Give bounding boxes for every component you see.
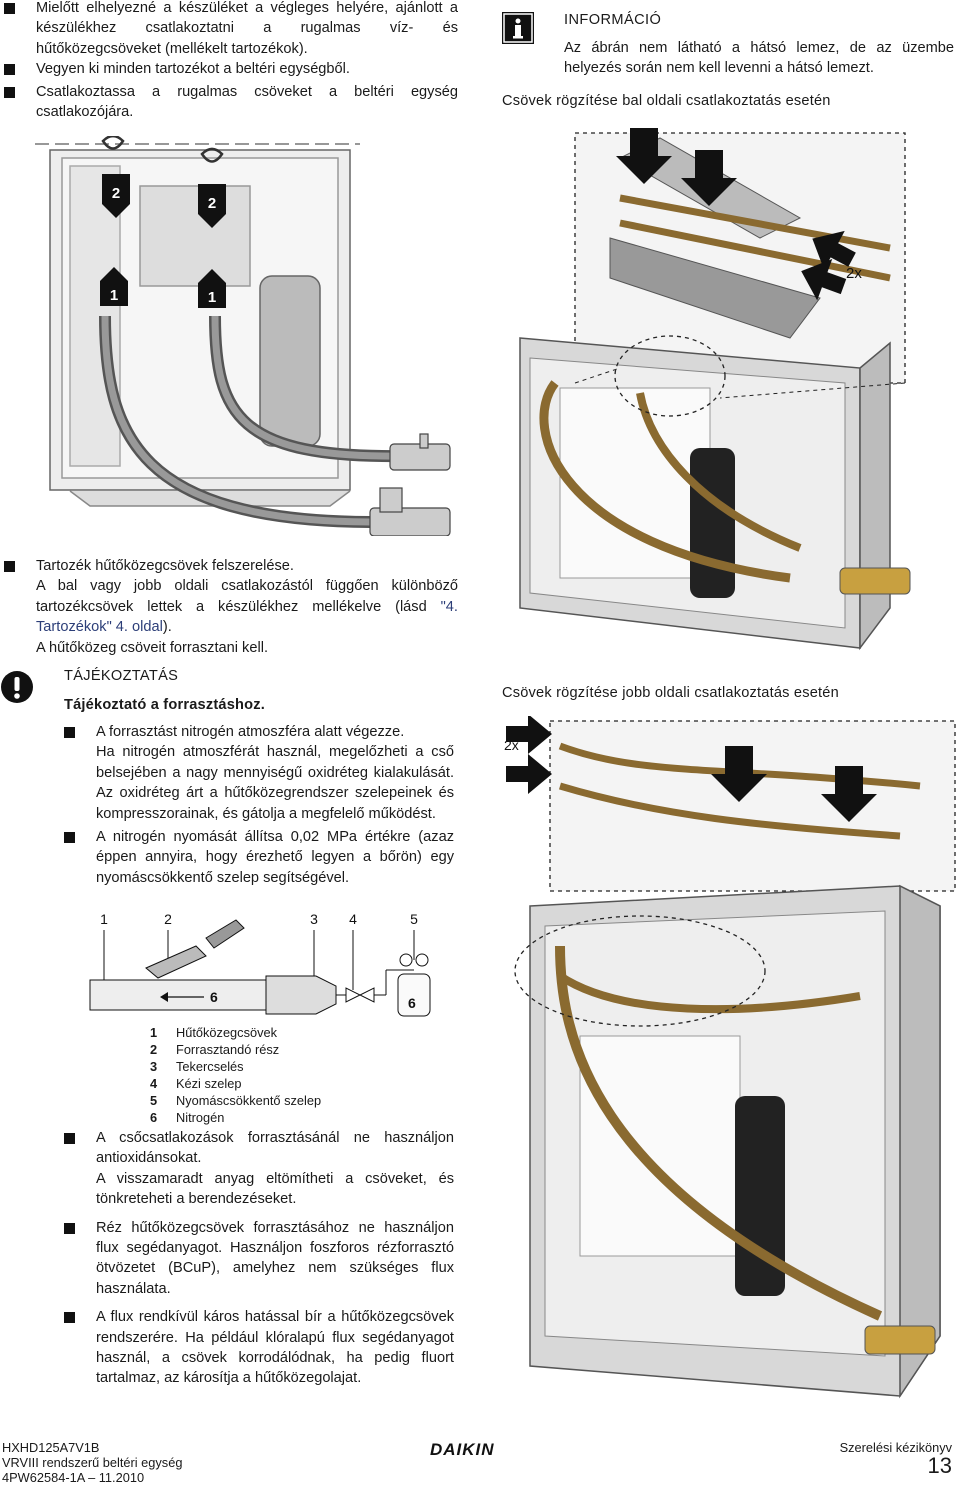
- legend-text: Hűtőközegcsövek: [176, 1025, 278, 1040]
- bullet-item: Vegyen ki minden tartozékot a beltéri eg…: [4, 59, 458, 79]
- label-1-right: 1: [208, 289, 216, 306]
- warning-subtitle: Tájékoztató a forrasztáshoz.: [64, 697, 266, 713]
- footer-model: HXHD125A7V1B: [2, 1440, 100, 1455]
- bullet-text: Vegyen ki minden tartozékot a beltéri eg…: [36, 61, 350, 78]
- bullet-item: A forrasztást nitrogén atmoszféra alatt …: [64, 722, 454, 824]
- legend-text: Nyomáscsökkentő szelep: [176, 1093, 322, 1108]
- bullet-item: A nitrogén nyomását állítsa 0,02 MPa ért…: [64, 827, 454, 888]
- legend-text: Kézi szelep: [176, 1076, 242, 1091]
- diagram-legend: 1 Hűtőközegcsövek 2 Forrasztandó rész 3 Tek…: [150, 1024, 450, 1126]
- legend-num: 1: [150, 1025, 158, 1040]
- intro-bullets: Mielőtt elhelyezné a készüléket a végleg…: [4, 0, 458, 122]
- legend-text: Forrasztandó rész: [176, 1042, 280, 1057]
- bullet-item: Réz hűtőközegcsövek forrasztásához ne ha…: [64, 1218, 454, 1300]
- bullet-text-rest: Ha nitrogén atmoszférát használ, megelőz…: [96, 744, 454, 822]
- warning-bullets: A forrasztást nitrogén atmoszféra alatt …: [64, 722, 454, 888]
- legend-item: 2 Forrasztandó rész: [150, 1041, 450, 1058]
- bullet-text: A forrasztást nitrogén atmoszféra alatt …: [96, 724, 405, 740]
- bullet-item: Csatlakoztassa a rugalmas csöveket a bel…: [4, 82, 458, 123]
- legend-text: Nitrogén: [176, 1110, 225, 1125]
- bullet-text: Réz hűtőközegcsövek forrasztásához ne ha…: [96, 1219, 454, 1297]
- bullet-text: A nitrogén nyomását állítsa 0,02 MPa ért…: [96, 829, 454, 886]
- figure-caption-right-connection: Csövek rögzítése jobb oldali csatlakozta…: [502, 685, 839, 701]
- bullet-text: A csőcsatlakozások forrasztásánál ne has…: [96, 1130, 454, 1167]
- bullet-item: Tartozék hűtőközegcsövek felszerelése.: [4, 556, 458, 576]
- warning-title: TÁJÉKOZTATÁS: [64, 668, 179, 684]
- daikin-logo: DAIKIN: [430, 1440, 495, 1459]
- diagram-number: 5: [410, 911, 418, 927]
- legend-num: 2: [150, 1042, 158, 1057]
- legend-num: 4: [150, 1076, 158, 1091]
- legend-item: 6 Nitrogén: [150, 1109, 450, 1126]
- legend-num: 3: [150, 1059, 158, 1074]
- footer-product: VRVIII rendszerű beltéri egység: [2, 1455, 183, 1470]
- diagram-number: 1: [100, 911, 108, 927]
- label-2-right: 2: [208, 195, 216, 212]
- bullet-item: A flux rendkívül káros hatással bír a hű…: [64, 1307, 454, 1389]
- info-icon: [502, 12, 534, 44]
- footer-left: HXHD125A7V1B VRVIII rendszerű beltéri eg…: [2, 1440, 182, 1485]
- nitrogen-label-bottle: 6: [408, 995, 416, 1011]
- info-title: INFORMÁCIÓ: [564, 12, 662, 28]
- diagram-number: 4: [349, 911, 357, 927]
- figure-caption-left-connection: Csövek rögzítése bal oldali csatlakoztat…: [502, 93, 831, 109]
- legend-text: Tekercselés: [176, 1059, 244, 1074]
- unit-hose-figure: 2 2 1 1: [30, 136, 470, 536]
- accessory-text-end: ).: [162, 619, 172, 636]
- bullet-text-rest: A visszamaradt anyag eltömítheti a csöve…: [96, 1170, 454, 1208]
- brazing-bullets: A csőcsatlakozások forrasztásánál ne has…: [64, 1128, 454, 1389]
- accessories-page-link[interactable]: "4. Tartozékok" 4. oldal: [36, 598, 458, 636]
- legend-item: 4 Kézi szelep: [150, 1075, 450, 1092]
- label-1-left: 1: [110, 287, 118, 304]
- legend-item: 3 Tekercselés: [150, 1058, 450, 1075]
- left-connection-figure: 2x: [500, 128, 960, 658]
- bullet-item: Mielőtt elhelyezné a készüléket a végleg…: [4, 0, 458, 59]
- bullet-text: Mielőtt elhelyezné a készüléket a végleg…: [36, 0, 458, 57]
- label-2-left: 2: [112, 185, 120, 202]
- page-number: 13: [927, 1453, 952, 1478]
- info-text: Az ábrán nem látható a hátsó lemez, de a…: [564, 40, 954, 77]
- footer-docnum: 4PW62584-1A – 11.2010: [2, 1470, 145, 1485]
- diagram-number: 2: [164, 911, 172, 927]
- brazing-diagram: 1 2 3 4 5 6: [86, 908, 446, 1018]
- nitrogen-label-pipe: 6: [210, 989, 218, 1005]
- legend-num: 5: [150, 1093, 158, 1108]
- bullet-text: Csatlakoztassa a rugalmas csöveket a bel…: [36, 83, 458, 121]
- legend-item: 5 Nyomáscsökkentő szelep: [150, 1092, 450, 1109]
- accessory-text-last: A hűtőközeg csöveit forrasztani kell.: [36, 639, 268, 656]
- diagram-number: 3: [310, 911, 318, 927]
- accessory-paragraph: A bal vagy jobb oldali csatlakozástól fü…: [4, 576, 458, 658]
- legend-item: 1 Hűtőközegcsövek: [150, 1024, 450, 1041]
- accessory-text: A bal vagy jobb oldali csatlakozástól fü…: [36, 578, 458, 615]
- label-2x-top: 2x: [846, 265, 862, 282]
- bullet-text: A flux rendkívül káros hatással bír a hű…: [96, 1309, 454, 1387]
- bullet-item: A csőcsatlakozások forrasztásánál ne has…: [64, 1128, 454, 1210]
- warning-icon: [0, 670, 34, 704]
- accessory-section: Tartozék hűtőközegcsövek felszerelése. A…: [4, 556, 458, 658]
- right-connection-figure: 2x: [500, 716, 960, 1416]
- legend-num: 6: [150, 1110, 158, 1125]
- footer-manual: Szerelési kézikönyv: [839, 1440, 952, 1455]
- bullet-text: Tartozék hűtőközegcsövek felszerelése.: [36, 558, 294, 574]
- label-2x-right: 2x: [504, 737, 519, 753]
